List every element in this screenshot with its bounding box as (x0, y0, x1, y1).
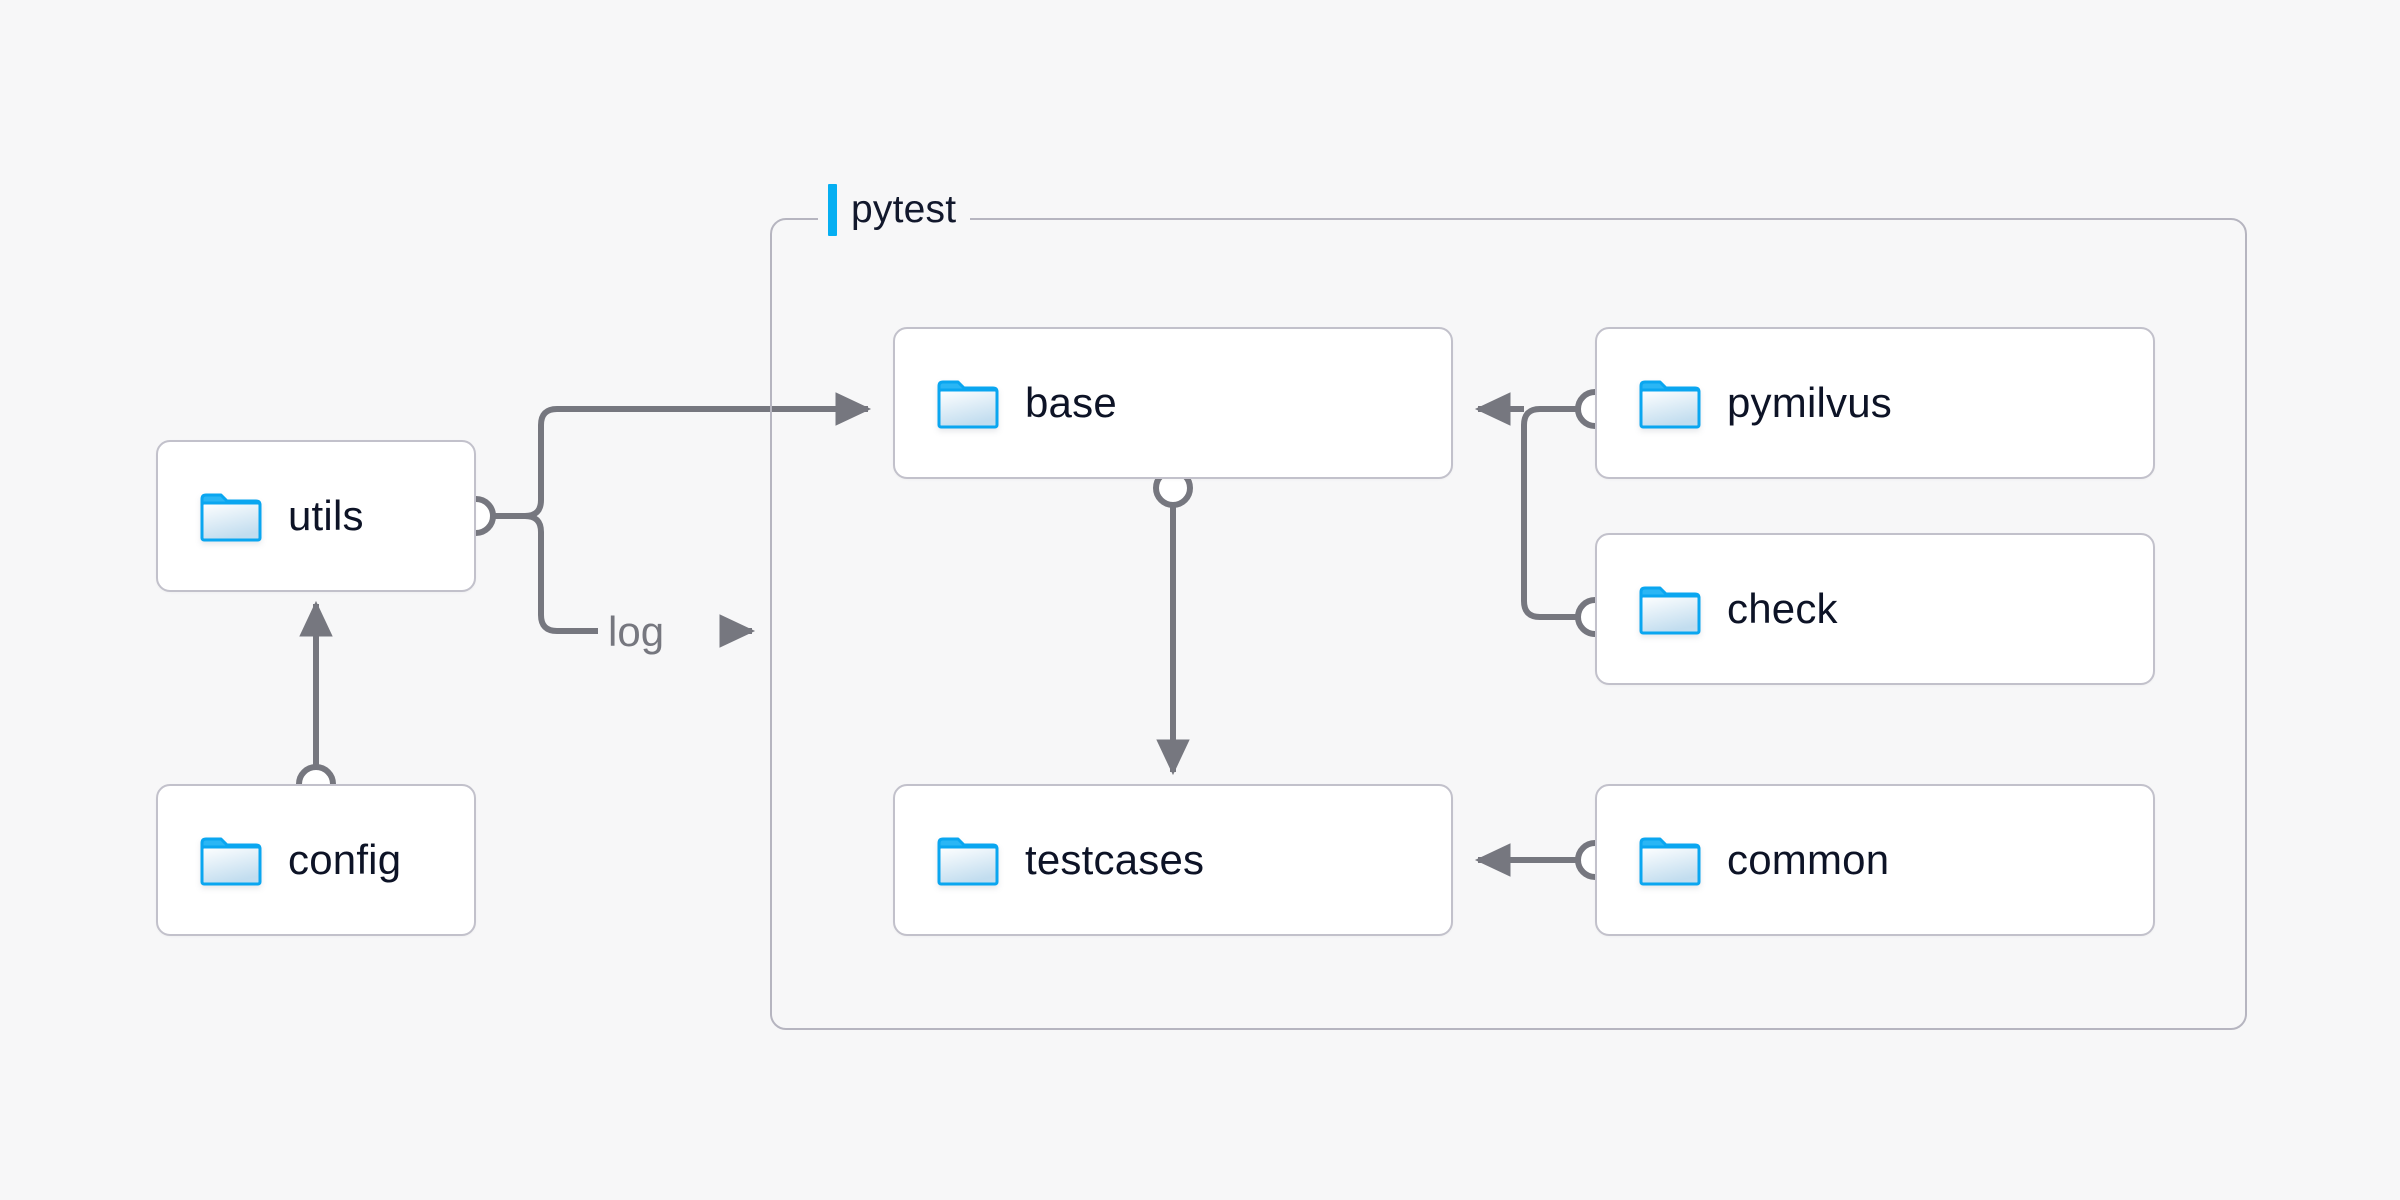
node-label: check (1727, 585, 1838, 632)
group-title: pytest (851, 188, 957, 231)
node-config[interactable]: config (156, 784, 476, 936)
node-label: base (1025, 379, 1117, 426)
folder-icon (1639, 834, 1701, 886)
folder-icon (937, 834, 999, 886)
group-container-pytest (770, 218, 2247, 1030)
node-label: pymilvus (1727, 379, 1892, 426)
folder-icon (200, 490, 262, 542)
node-base[interactable]: base (893, 327, 1453, 479)
node-common[interactable]: common (1595, 784, 2155, 936)
edge-label-log: log (598, 608, 675, 656)
node-label: testcases (1025, 836, 1205, 883)
node-check[interactable]: check (1595, 533, 2155, 685)
node-label: common (1727, 836, 1890, 883)
edge-config-to-utils (296, 600, 336, 804)
node-label: config (288, 836, 402, 883)
group-label-pytest: pytest (818, 182, 971, 238)
folder-icon (200, 834, 262, 886)
folder-icon (937, 377, 999, 429)
folder-icon (1639, 377, 1701, 429)
node-utils[interactable]: utils (156, 440, 476, 592)
group-accent-bar-icon (828, 184, 837, 236)
node-pymilvus[interactable]: pymilvus (1595, 327, 2155, 479)
folder-icon (1639, 583, 1701, 635)
node-label: utils (288, 492, 364, 539)
node-testcases[interactable]: testcases (893, 784, 1453, 936)
